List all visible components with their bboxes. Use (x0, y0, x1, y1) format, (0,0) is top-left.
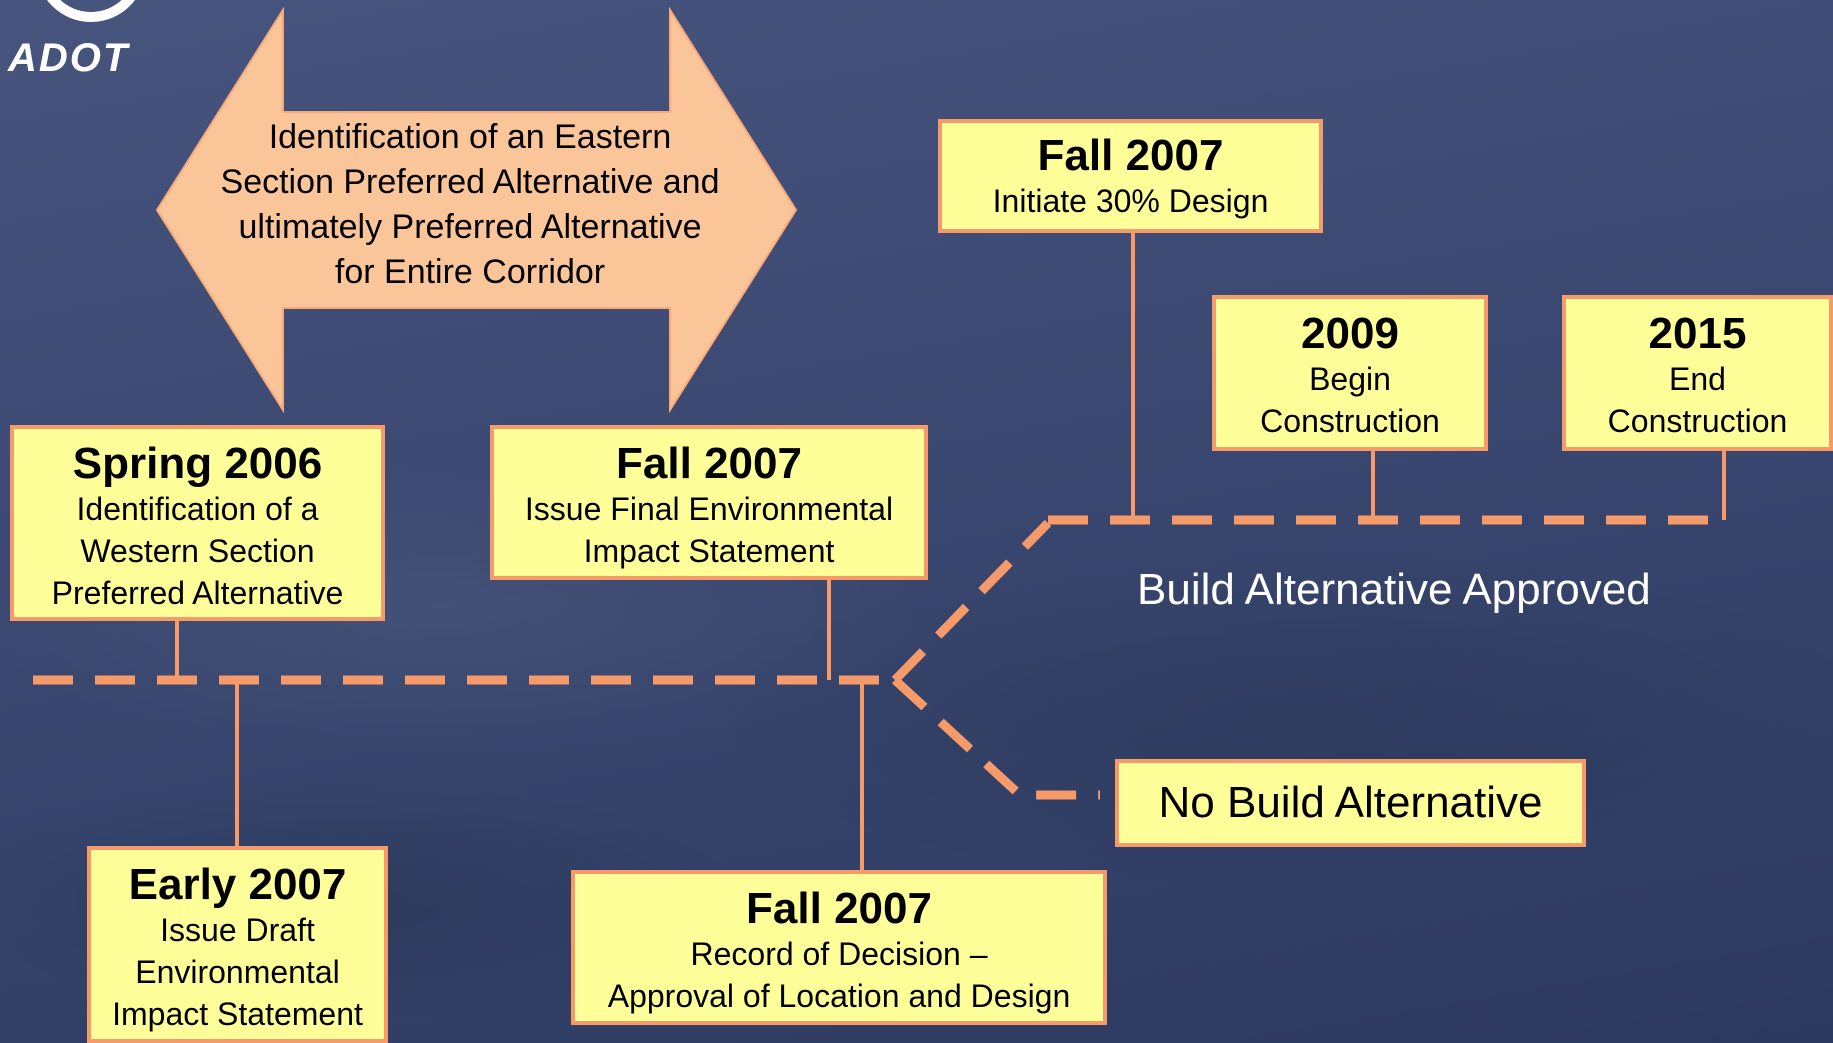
milestone-desc-line: Preferred Alternative (51, 575, 344, 611)
milestone-title: Fall 2007 (746, 884, 932, 933)
double-headed-arrow (155, 6, 798, 414)
build-alternative-label: Build Alternative Approved (1137, 565, 1651, 614)
milestone-desc-line: Record of Decision – (690, 936, 988, 972)
milestone-fall-2007-rod: Fall 2007 Record of Decision – Approval … (571, 870, 1107, 1025)
adot-logo: ADOT (0, 0, 180, 80)
milestone-desc-line: Begin (1309, 361, 1391, 397)
milestone-title: Fall 2007 (1037, 131, 1224, 180)
milestone-fall-2007-design: Fall 2007 Initiate 30% Design (938, 119, 1323, 233)
no-build-alternative-box: No Build Alternative (1115, 759, 1586, 847)
milestone-2009: 2009 Begin Construction (1212, 295, 1488, 451)
milestone-title: Early 2007 (128, 860, 347, 909)
arrow-label-line: Identification of an Eastern (268, 118, 672, 156)
arrow-label-line: for Entire Corridor (334, 253, 606, 291)
milestone-title: Fall 2007 (616, 439, 802, 488)
milestone-desc-line: Construction (1260, 403, 1440, 439)
milestone-desc-line: Issue Draft (160, 912, 315, 948)
milestone-desc-line: Western Section (80, 533, 315, 569)
milestone-desc-line: Construction (1607, 403, 1788, 439)
milestone-spring-2006: Spring 2006 Identification of a Western … (10, 425, 385, 621)
milestone-desc-line: Issue Final Environmental (524, 491, 894, 527)
milestone-desc-line: End (1669, 361, 1726, 397)
milestone-desc-line: Initiate 30% Design (992, 183, 1269, 219)
milestone-early-2007: Early 2007 Issue Draft Environmental Imp… (87, 846, 388, 1043)
milestone-title: 2015 (1648, 309, 1747, 358)
milestone-2015: 2015 End Construction (1562, 295, 1833, 451)
milestone-title: 2009 (1301, 309, 1399, 358)
milestone-desc-line: Identification of a (76, 491, 319, 527)
milestone-desc-line: Approval of Location and Design (607, 978, 1071, 1014)
arrow-label-line: Section Preferred Alternative and (220, 163, 720, 201)
milestone-desc-line: Environmental (135, 954, 340, 990)
milestone-desc-line: Impact Statement (112, 996, 363, 1032)
milestone-fall-2007-feis: Fall 2007 Issue Final Environmental Impa… (490, 425, 928, 580)
milestone-desc-line: Impact Statement (583, 533, 835, 569)
build-branch-diagonal (891, 519, 1052, 684)
milestone-title: Spring 2006 (72, 439, 323, 488)
arrow-label: Identification of an Eastern Section Pre… (180, 115, 760, 305)
no-build-branch (891, 676, 1100, 800)
adot-logo-text: ADOT (8, 36, 130, 80)
arrow-label-line: ultimately Preferred Alternative (238, 208, 702, 246)
